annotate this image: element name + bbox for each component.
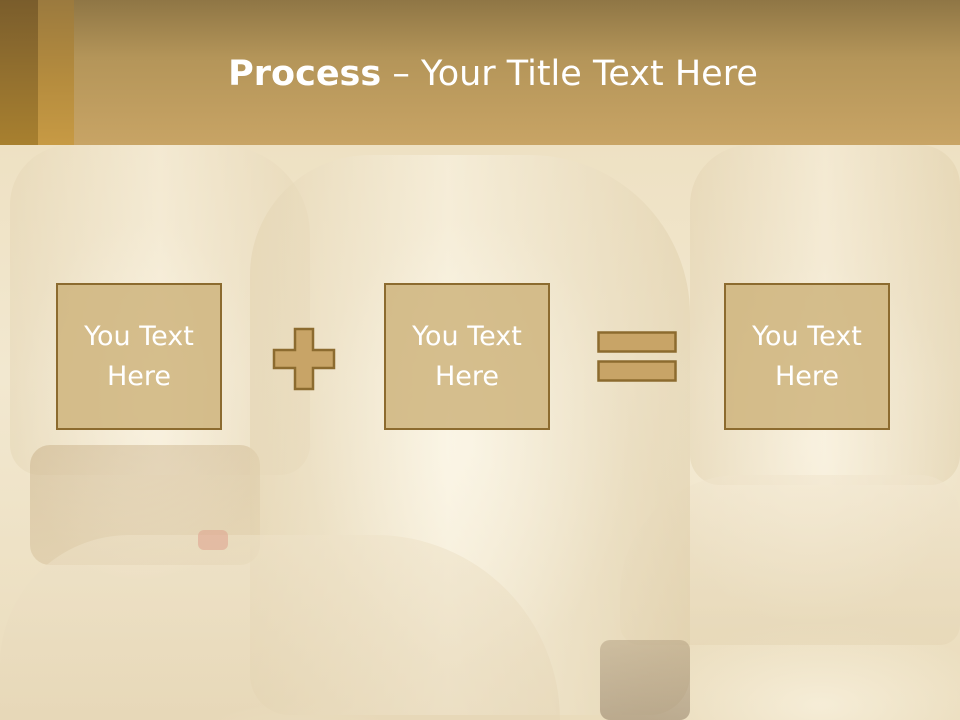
process-box-2[interactable]: You Text Here	[384, 283, 550, 430]
process-box-2-label: You Text Here	[412, 320, 522, 392]
header-accent-light	[38, 0, 74, 145]
seatbelt-buckle-shape	[198, 530, 228, 550]
title-band: Process – Your Title Text Here	[0, 0, 960, 145]
process-box-1-label: You Text Here	[84, 320, 194, 392]
process-box-3-label: You Text Here	[752, 320, 862, 392]
slide-title-bold: Process	[228, 54, 382, 94]
trim-shape	[600, 640, 690, 720]
background-photo	[0, 145, 960, 720]
process-box-3[interactable]: You Text Here	[724, 283, 890, 430]
header-accent-dark	[0, 0, 38, 145]
slide-title-rest: – Your Title Text Here	[381, 54, 758, 94]
equals-icon	[597, 331, 677, 382]
seat-cushion-left-shape	[0, 535, 560, 720]
plus-icon	[272, 327, 336, 391]
process-box-1[interactable]: You Text Here	[56, 283, 222, 430]
slide-title[interactable]: Process – Your Title Text Here	[0, 52, 960, 96]
